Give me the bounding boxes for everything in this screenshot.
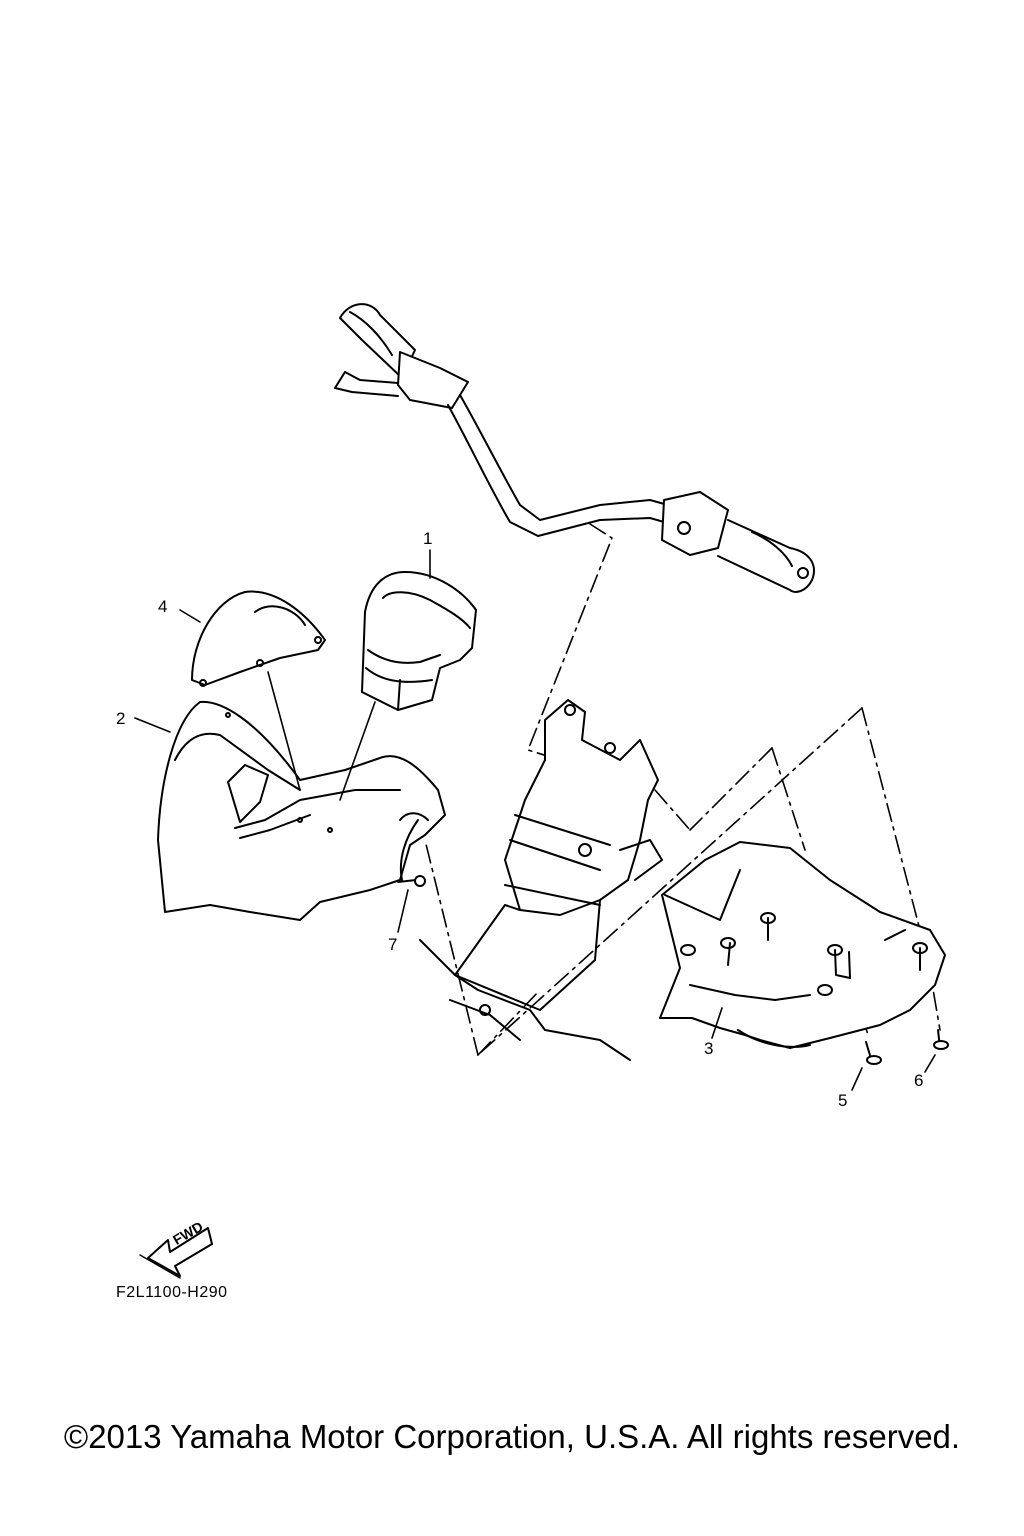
part-label-7: 7 — [388, 935, 398, 954]
part-2-upper-handle-cover[interactable] — [157, 700, 446, 921]
part-3-lower-handle-cover[interactable] — [659, 841, 946, 1049]
steering-column — [419, 699, 663, 1061]
copyright-notice: ©2013 Yamaha Motor Corporation, U.S.A. A… — [63, 1418, 961, 1455]
part-1-meter-cover[interactable] — [361, 571, 477, 711]
leader-lines — [134, 549, 936, 1091]
part-5-screw[interactable] — [865, 1041, 882, 1065]
part-label-6: 6 — [914, 1071, 924, 1090]
diagram-code: F2L1100-H290 — [116, 1284, 228, 1301]
part-label-2: 2 — [116, 709, 126, 728]
part-label-1: 1 — [423, 529, 433, 548]
part-label-4: 4 — [158, 597, 168, 616]
part-7-screw[interactable] — [397, 875, 426, 887]
part-label-3: 3 — [704, 1039, 714, 1058]
fwd-arrow-icon — [139, 1227, 213, 1279]
part-6-screw[interactable] — [933, 1029, 949, 1050]
part-4-visor[interactable] — [191, 590, 326, 687]
handlebar — [334, 303, 815, 593]
part-label-5: 5 — [838, 1091, 848, 1110]
